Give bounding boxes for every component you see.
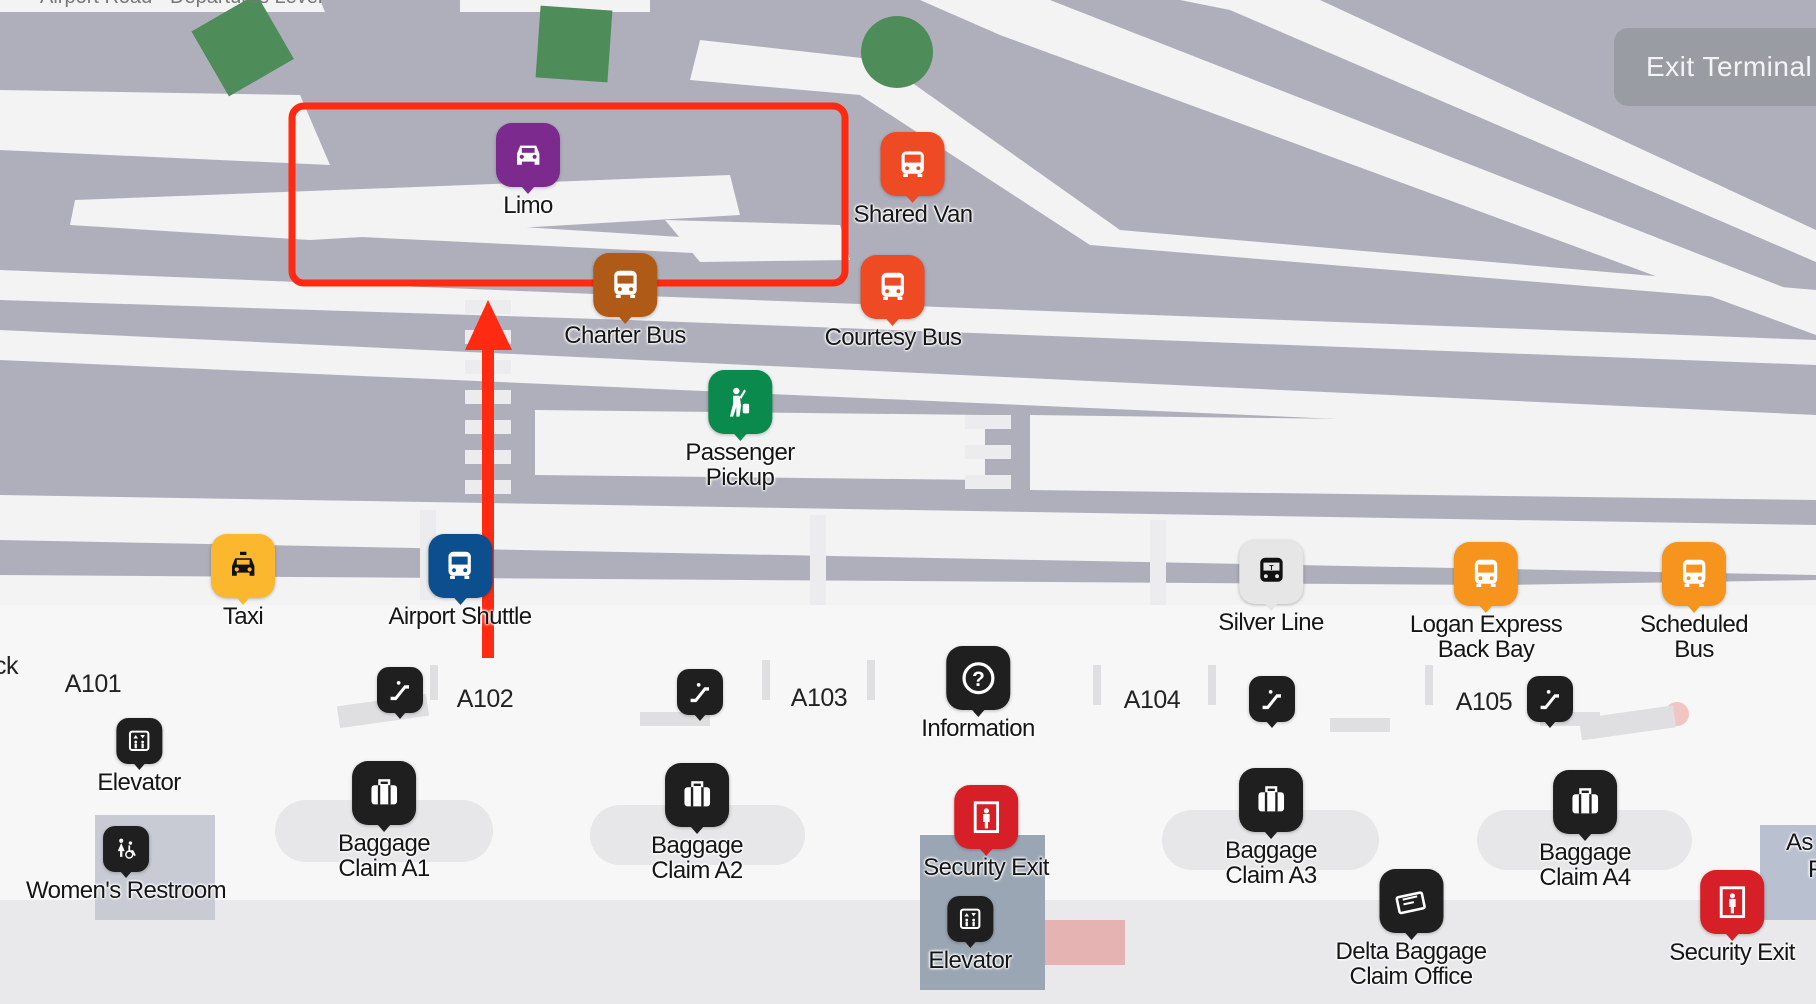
poi-label: Limo [503,192,553,219]
poi-label: Baggage Claim A3 [1225,837,1318,889]
gate-a105: A105 [1455,688,1513,716]
limo-zone-highlight [288,102,849,287]
poi-shared-van[interactable]: Shared Van [854,132,973,227]
bus-icon [1454,542,1518,613]
poi-label: Elevator [928,947,1012,974]
poi-baggage-claim-a1[interactable]: Baggage Claim A1 [338,761,431,882]
poi-passenger-pickup[interactable]: Passenger Pickup [685,370,795,491]
poi-label: Silver Line [1218,609,1324,636]
luggage-icon [1239,768,1303,839]
security-exit-icon [1699,870,1764,941]
bus-icon [860,255,925,326]
gate-a101: A101 [64,670,122,698]
poi-label: Logan Express Back Bay [1409,611,1563,663]
escalator-icon [677,669,723,721]
poi-courtesy-bus[interactable]: Courtesy Bus [825,255,962,350]
gate-label-partial: ck [0,652,19,680]
elevator-icon [116,718,162,770]
poi-security-exit[interactable]: Security Exit [1669,870,1795,965]
poi-charter-bus[interactable]: Charter Bus [564,253,686,349]
poi-baggage-claim-a3[interactable]: Baggage Claim A3 [1225,768,1318,889]
partial-label: As [1786,829,1813,856]
poi-security-exit[interactable]: Security Exit [923,785,1049,880]
poi-label: Courtesy Bus [824,324,962,351]
poi-label: Information [921,715,1035,742]
poi-elevator[interactable]: Elevator [928,896,1012,974]
poi-label: Scheduled Bus [1639,611,1749,663]
poi-scheduled-bus[interactable]: Scheduled Bus [1639,542,1749,663]
poi-baggage-claim-a4[interactable]: Baggage Claim A4 [1539,770,1632,891]
poi-taxi[interactable]: Taxi [211,534,275,629]
escalator-icon [1249,676,1295,728]
poi-logan-express[interactable]: Logan Express Back Bay [1409,542,1563,663]
elevator-icon [947,896,993,948]
svg-text:?: ? [972,668,985,691]
poi-label: Taxi [222,603,264,630]
poi-escalator[interactable] [1527,676,1573,728]
poi-label: Women's Restroom [26,877,227,904]
poi-airport-shuttle[interactable]: Airport Shuttle [388,534,532,630]
poi-delta-baggage-office[interactable]: Delta Baggage Claim Office [1336,869,1487,989]
road-islands [0,0,1816,575]
terminal-floor [0,605,1816,1004]
gate-a103: A103 [790,684,848,712]
escalator-icon [1527,676,1573,728]
poi-label: Security Exit [923,854,1049,881]
luggage-icon [1553,770,1617,841]
poi-elevator[interactable]: Elevator [97,718,181,796]
bus-icon [592,253,657,324]
poi-womens-restroom[interactable]: Women's Restroom [26,826,227,904]
poi-label: Charter Bus [564,322,686,349]
poi-label: Baggage Claim A4 [1539,839,1632,891]
poi-escalator[interactable] [677,669,723,721]
poi-label: Shared Van [853,201,974,228]
poi-label: Delta Baggage Claim Office [1335,938,1488,990]
poi-label: Baggage Claim A2 [651,832,744,884]
luggage-icon [665,763,729,834]
restroom-icon [103,826,149,878]
question-icon: ? [946,646,1010,717]
bus-icon [1662,542,1726,613]
svg-text:T: T [1269,563,1274,572]
luggage-icon [352,761,416,832]
bus-icon: T [1239,540,1303,611]
escalator-icon [377,667,423,719]
taxi-icon [211,534,275,605]
poi-label: Security Exit [1669,939,1795,966]
car-icon [496,123,560,194]
poi-label: Passenger Pickup [685,439,795,491]
gate-a104: A104 [1123,686,1181,714]
gate-a102: A102 [456,685,514,713]
ticket-icon [1379,869,1443,940]
pickup-person-icon [708,370,772,441]
poi-escalator[interactable] [377,667,423,719]
van-icon [880,132,945,203]
poi-escalator[interactable] [1249,676,1295,728]
poi-label: Elevator [97,769,181,796]
poi-information[interactable]: ? Information [921,646,1035,742]
exit-terminal-button[interactable]: Exit Terminal [1614,28,1816,106]
road-caption: Airport Road - Departures Level [40,0,322,9]
poi-label: Baggage Claim A1 [338,830,431,882]
poi-limo[interactable]: Limo [496,123,560,218]
partial-label: F [1808,856,1816,883]
poi-silver-line[interactable]: T Silver Line [1218,540,1324,636]
landscaping [191,0,933,97]
security-exit-icon [953,785,1018,856]
poi-label: Airport Shuttle [388,603,532,630]
poi-baggage-claim-a2[interactable]: Baggage Claim A2 [651,763,744,884]
bus-icon [427,534,492,605]
